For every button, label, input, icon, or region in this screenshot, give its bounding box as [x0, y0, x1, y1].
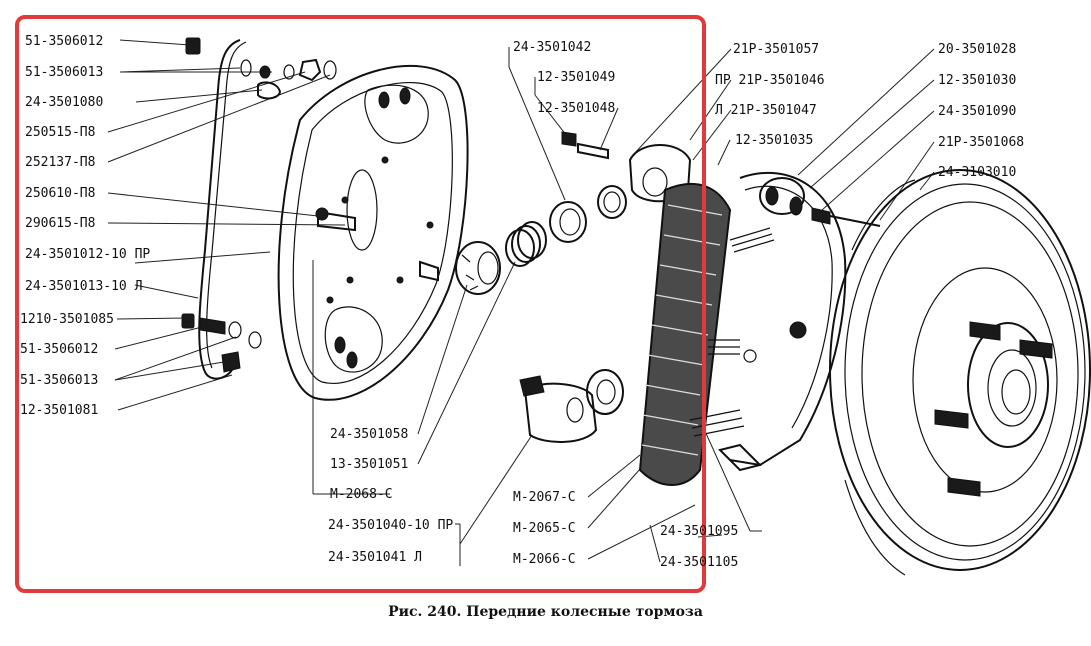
part-label: 24-3501013-10 Л	[25, 279, 142, 294]
part-label: М-2068-С	[330, 487, 393, 502]
part-label: 51-3506012	[20, 342, 98, 357]
part-label: 13-3501051	[330, 457, 408, 472]
part-label: 24-3501012-10 ПР	[25, 247, 150, 262]
part-label: 12-3501035	[735, 133, 813, 148]
part-label: М-2065-С	[513, 521, 576, 536]
part-label: 12-3501049	[537, 70, 615, 85]
part-label: Л 21Р-3501047	[715, 103, 817, 118]
part-label: 252137-П8	[25, 155, 95, 170]
brake-drum	[829, 169, 1091, 576]
leader-lines	[107, 39, 935, 566]
part-label: 21Р-3501057	[733, 42, 819, 57]
part-label: 24-3501058	[330, 427, 408, 442]
part-label: 24-3501095	[660, 524, 738, 539]
part-label: 24-3501042	[513, 40, 591, 55]
part-label: 51-3506013	[20, 373, 98, 388]
part-label: 24-3501040-10 ПР	[328, 518, 453, 533]
part-label: 12-3501030	[938, 73, 1016, 88]
brake-shoe	[638, 171, 881, 486]
part-label: 24-3103010	[938, 165, 1016, 180]
wheel-cylinder-lower	[519, 369, 624, 443]
part-label: 51-3506012	[25, 34, 103, 49]
part-label: 12-3501048	[537, 101, 615, 116]
part-label: М-2066-С	[513, 552, 576, 567]
part-label: 250515-П8	[25, 125, 95, 140]
part-label: 24-3501090	[938, 104, 1016, 119]
brake-pipe	[181, 37, 337, 380]
part-label: 24-3501041 Л	[328, 550, 422, 565]
part-label: М-2067-С	[513, 490, 576, 505]
part-label: 1210-3501085	[20, 312, 114, 327]
highlight-frame	[15, 15, 706, 593]
part-label: 12-3501081	[20, 403, 98, 418]
part-labels: 51-3506012 51-3506013 24-3501080 250515-…	[20, 34, 1024, 570]
part-label: 20-3501028	[938, 42, 1016, 57]
wheel-cylinder-upper	[455, 131, 692, 295]
figure-caption: Рис. 240. Передние колесные тормоза	[388, 604, 703, 620]
backing-plate	[277, 65, 469, 401]
part-label: 51-3506013	[25, 65, 103, 80]
part-label: 21Р-3501068	[938, 135, 1024, 150]
part-label: 24-3501080	[25, 95, 103, 110]
part-label: 24-3501105	[660, 555, 738, 570]
part-label: 250610-П8	[25, 186, 95, 201]
part-label: 290615-П8	[25, 216, 95, 231]
part-label: ПР 21Р-3501046	[715, 73, 825, 88]
